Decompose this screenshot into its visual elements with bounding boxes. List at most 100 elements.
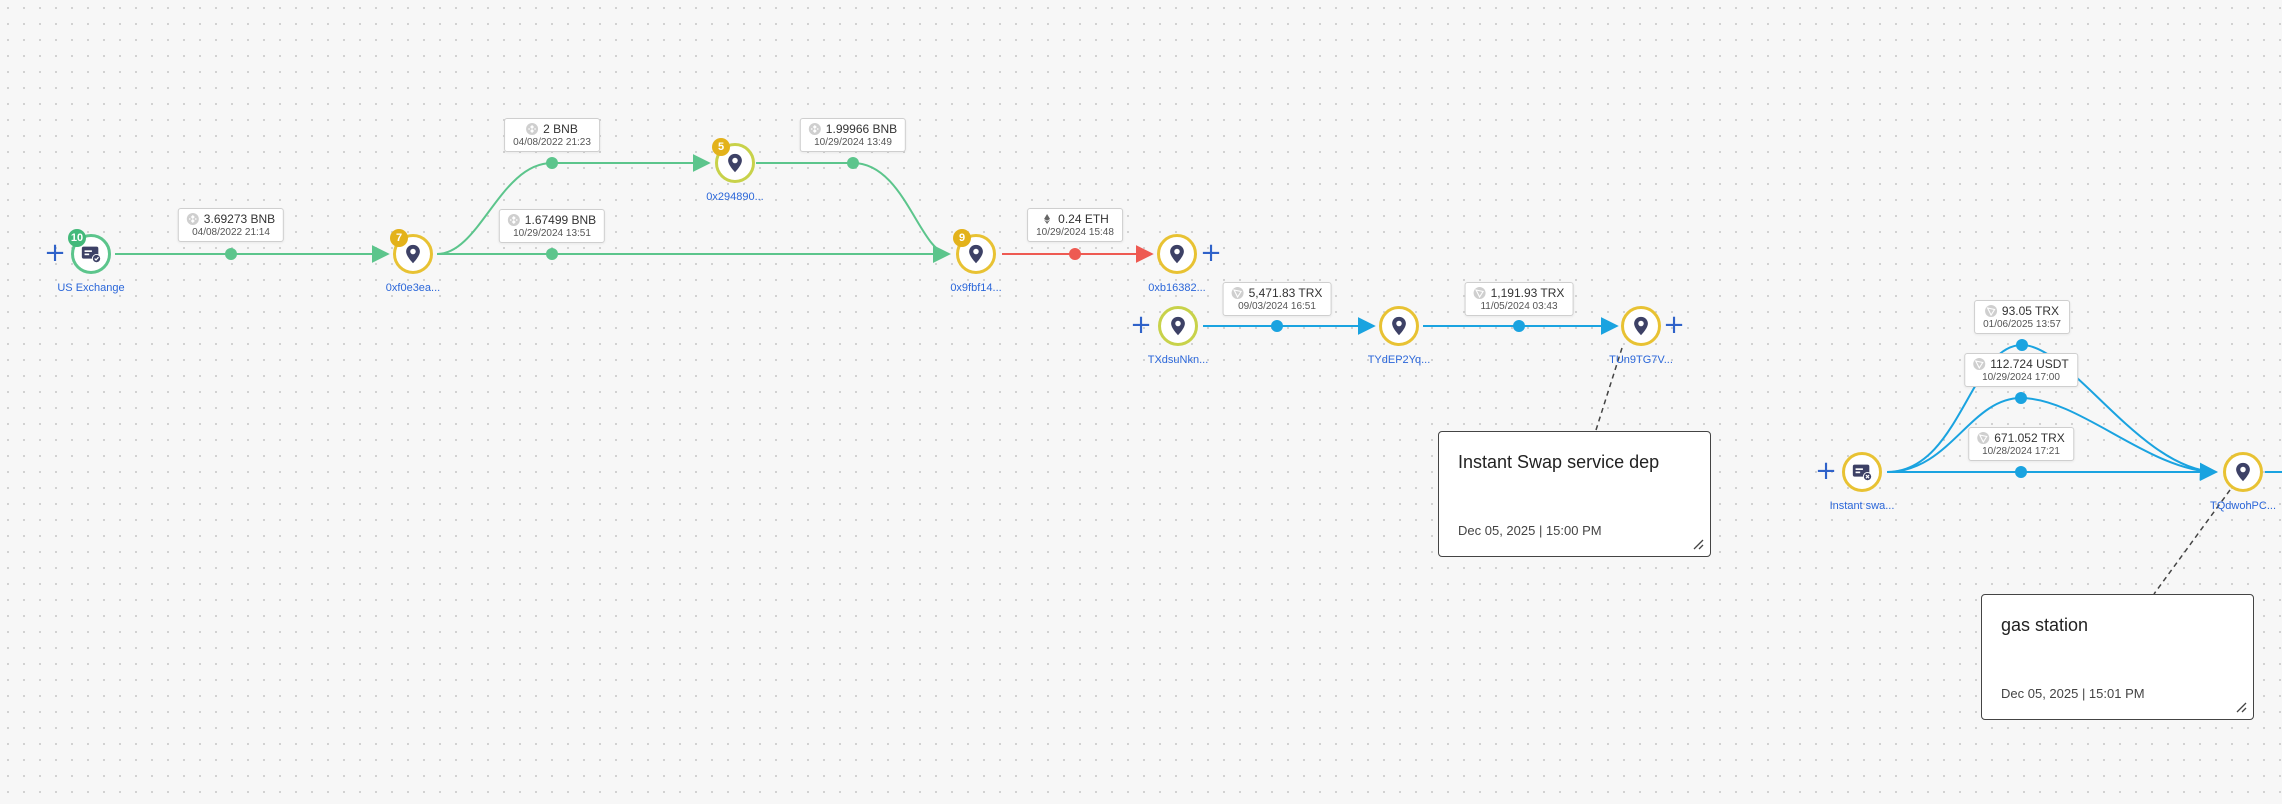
edge-dot bbox=[225, 248, 237, 260]
edge-date: 04/08/2022 21:23 bbox=[513, 137, 591, 148]
edge-e4[interactable] bbox=[756, 162, 951, 263]
location-pin-icon bbox=[728, 153, 742, 173]
trx-coin-icon bbox=[1231, 287, 1244, 299]
node-badge: 7 bbox=[390, 229, 408, 247]
resize-handle-icon[interactable] bbox=[1692, 538, 1704, 550]
note-date: Dec 05, 2025 | 15:00 PM bbox=[1458, 523, 1602, 538]
edge-amount: 93.05 TRX bbox=[2001, 304, 2060, 318]
bnb-coin-icon bbox=[808, 123, 821, 135]
edge-label-e3[interactable]: 1.67499 BNB 10/29/2024 13:51 bbox=[498, 209, 606, 243]
node-label[interactable]: 0xf0e3ea... bbox=[385, 282, 441, 294]
edge-label-e6[interactable]: 5,471.83 TRX 09/03/2024 16:51 bbox=[1222, 282, 1332, 316]
edge-amount: 1.67499 BNB bbox=[524, 213, 597, 227]
node-0xf0e3ea[interactable]: 7 bbox=[390, 229, 433, 274]
location-pin-icon bbox=[1634, 316, 1648, 336]
resize-handle-icon[interactable] bbox=[2235, 701, 2247, 713]
node-us-exchange[interactable]: 10 bbox=[68, 229, 111, 274]
expand-left-instant-swap-button[interactable]: + bbox=[1815, 456, 1837, 486]
edge-label-e4[interactable]: 1.99966 BNB 10/29/2024 13:49 bbox=[799, 118, 907, 152]
node-tun9tg7v[interactable] bbox=[1621, 306, 1661, 346]
edge-label-e8[interactable]: 93.05 TRX 01/06/2025 13:57 bbox=[1974, 300, 2070, 334]
edge-dot bbox=[2015, 392, 2027, 404]
eth-coin-icon bbox=[1041, 213, 1053, 225]
edge-dot bbox=[1513, 320, 1525, 332]
edge-label-e10[interactable]: 671.052 TRX 10/28/2024 17:21 bbox=[1968, 427, 2074, 461]
edge-date: 04/08/2022 21:14 bbox=[192, 227, 270, 238]
edge-date: 10/29/2024 13:49 bbox=[814, 137, 892, 148]
trx-coin-icon bbox=[1973, 358, 1986, 370]
edge-amount: 3.69273 BNB bbox=[203, 212, 276, 226]
edge-amount: 5,471.83 TRX bbox=[1248, 286, 1323, 300]
edge-date: 10/28/2024 17:21 bbox=[1982, 446, 2060, 457]
edge-label-e2[interactable]: 2 BNB 04/08/2022 21:23 bbox=[504, 118, 600, 152]
node-0xb16382[interactable] bbox=[1157, 234, 1197, 274]
node-txdsunkn[interactable] bbox=[1158, 306, 1198, 346]
note-title: gas station bbox=[2001, 615, 2089, 635]
edge-dot bbox=[2016, 339, 2028, 351]
exchange-icon bbox=[81, 246, 102, 264]
node-label[interactable]: 0xb16382... bbox=[1148, 282, 1206, 294]
edge-date: 10/29/2024 17:00 bbox=[1982, 372, 2060, 383]
node-label[interactable]: 0x9fbf14... bbox=[950, 282, 1002, 294]
edge-e2[interactable] bbox=[436, 154, 711, 255]
location-pin-icon bbox=[1170, 244, 1184, 264]
location-pin-icon bbox=[406, 244, 420, 264]
edge-amount: 2 BNB bbox=[543, 122, 578, 136]
edge-dot bbox=[2015, 466, 2027, 478]
edge-label-e9[interactable]: 112.724 USDT 10/29/2024 17:00 bbox=[1964, 353, 2078, 387]
bnb-coin-icon bbox=[507, 214, 520, 226]
edge-date: 01/06/2025 13:57 bbox=[1983, 319, 2061, 330]
node-tydep2yq[interactable] bbox=[1379, 306, 1419, 346]
edge-date: 11/05/2024 03:43 bbox=[1480, 301, 1558, 312]
node-label[interactable]: TYdEP2Yq... bbox=[1367, 354, 1431, 366]
bnb-coin-icon bbox=[186, 213, 199, 225]
trx-coin-icon bbox=[1984, 305, 1997, 317]
edge-amount: 112.724 USDT bbox=[1990, 357, 2069, 371]
edge-dot bbox=[546, 248, 558, 260]
expand-left-us-exchange-button[interactable]: + bbox=[44, 238, 66, 268]
trx-coin-icon bbox=[1977, 432, 1990, 444]
edge-label-e7[interactable]: 1,191.93 TRX 11/05/2024 03:43 bbox=[1464, 282, 1574, 316]
note-date: Dec 05, 2025 | 15:01 PM bbox=[2001, 686, 2145, 701]
edge-dot bbox=[1069, 248, 1081, 260]
node-label[interactable]: Instant swa... bbox=[1829, 500, 1895, 512]
node-label[interactable]: 0x294890... bbox=[706, 191, 764, 203]
edge-label-e1[interactable]: 3.69273 BNB 04/08/2022 21:14 bbox=[177, 208, 285, 242]
edge-date: 09/03/2024 16:51 bbox=[1238, 301, 1316, 312]
expand-right-tun9tg7v-button[interactable]: + bbox=[1663, 310, 1685, 340]
edge-dot bbox=[546, 157, 558, 169]
edge-amount: 1.99966 BNB bbox=[825, 122, 898, 136]
edge-dot bbox=[847, 157, 859, 169]
node-label[interactable]: TQdwohPC... bbox=[2209, 500, 2277, 512]
bnb-coin-icon bbox=[526, 123, 539, 135]
edge-label-e5[interactable]: 0.24 ETH 10/29/2024 15:48 bbox=[1027, 208, 1123, 242]
location-pin-icon bbox=[2236, 462, 2250, 482]
edge-date: 10/29/2024 13:51 bbox=[513, 228, 591, 239]
edge-amount: 671.052 TRX bbox=[1994, 431, 2065, 445]
node-instant-swap[interactable] bbox=[1842, 452, 1882, 492]
node-label[interactable]: US Exchange bbox=[57, 282, 125, 294]
expand-left-txdsunkn-button[interactable]: + bbox=[1130, 310, 1152, 340]
node-badge: 10 bbox=[68, 229, 86, 247]
node-badge: 5 bbox=[712, 138, 730, 156]
location-pin-icon bbox=[1171, 316, 1185, 336]
edge-amount: 1,191.93 TRX bbox=[1490, 286, 1565, 300]
note-card-instant-swap[interactable]: Instant Swap service dep Dec 05, 2025 | … bbox=[1438, 431, 1711, 557]
note-title: Instant Swap service dep bbox=[1458, 452, 1660, 472]
edge-date: 10/29/2024 15:48 bbox=[1036, 227, 1114, 238]
node-0x294890[interactable]: 5 bbox=[712, 138, 755, 183]
expand-right-0xb16382-button[interactable]: + bbox=[1200, 238, 1222, 268]
swap-service-icon bbox=[1852, 464, 1873, 482]
node-label[interactable]: TUn9TG7V... bbox=[1609, 354, 1673, 366]
node-tqdwohpc[interactable] bbox=[2223, 452, 2263, 492]
edge-dot bbox=[1271, 320, 1283, 332]
edge-amount: 0.24 ETH bbox=[1058, 212, 1109, 226]
location-pin-icon bbox=[1392, 316, 1406, 336]
node-0x9fbf14[interactable]: 9 bbox=[953, 229, 996, 274]
trx-coin-icon bbox=[1473, 287, 1486, 299]
node-label[interactable]: TXdsuNkn... bbox=[1147, 354, 1209, 366]
note-card-gas-station[interactable]: gas station Dec 05, 2025 | 15:01 PM bbox=[1981, 594, 2254, 720]
location-pin-icon bbox=[969, 244, 983, 264]
